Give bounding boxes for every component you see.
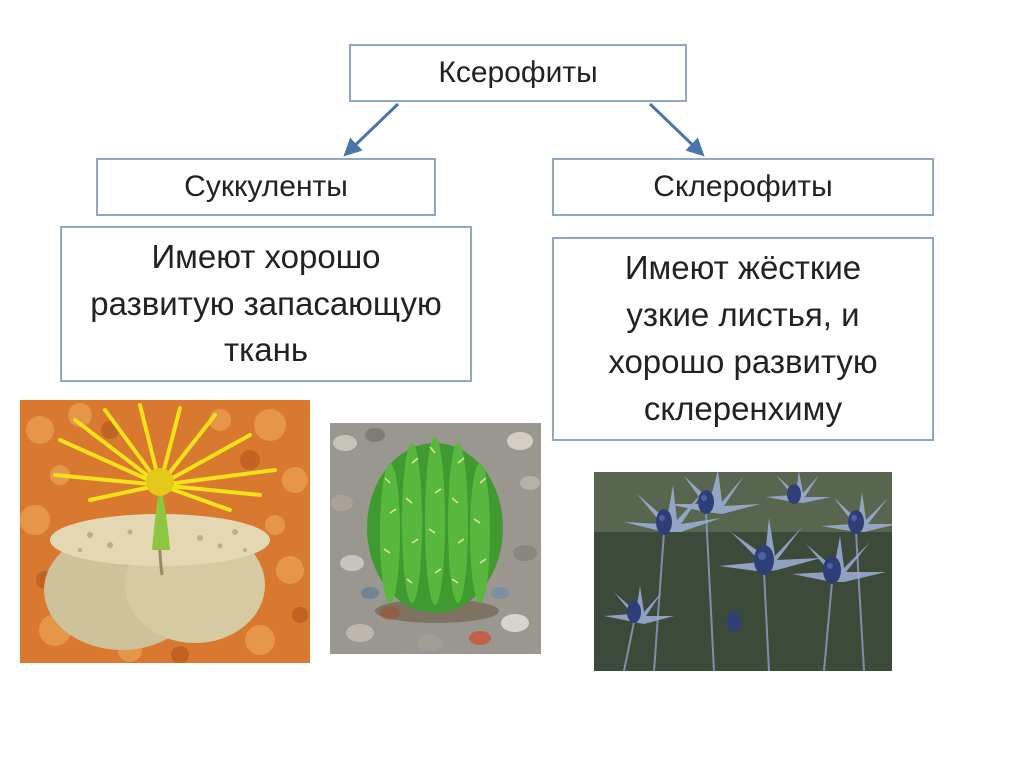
sclerophytes-label: Склерофиты — [653, 170, 833, 203]
sclerophytes-description: Имеют жёсткие узкие листья, и хорошо раз… — [608, 249, 878, 427]
succulents-label: Суккуленты — [184, 170, 348, 203]
succulents-description: Имеют хорошо развитую запасающую ткань — [90, 237, 442, 369]
succulents-node-box: Суккуленты — [96, 158, 436, 216]
root-node-label: Ксерофиты — [438, 56, 598, 89]
lithops-photo — [20, 400, 310, 663]
root-node-box: Ксерофиты — [349, 44, 687, 102]
arrow-to-sclerophytes — [648, 102, 705, 157]
sclerophytes-description-box: Имеют жёсткие узкие листья, и хорошо раз… — [552, 237, 934, 441]
succulents-description-box: Имеют хорошо развитую запасающую ткань — [60, 226, 472, 382]
eryngium-photo — [594, 472, 892, 671]
arrow-to-succulents — [343, 102, 400, 157]
sclerophytes-node-box: Склерофиты — [552, 158, 934, 216]
cactus-photo — [330, 423, 541, 654]
